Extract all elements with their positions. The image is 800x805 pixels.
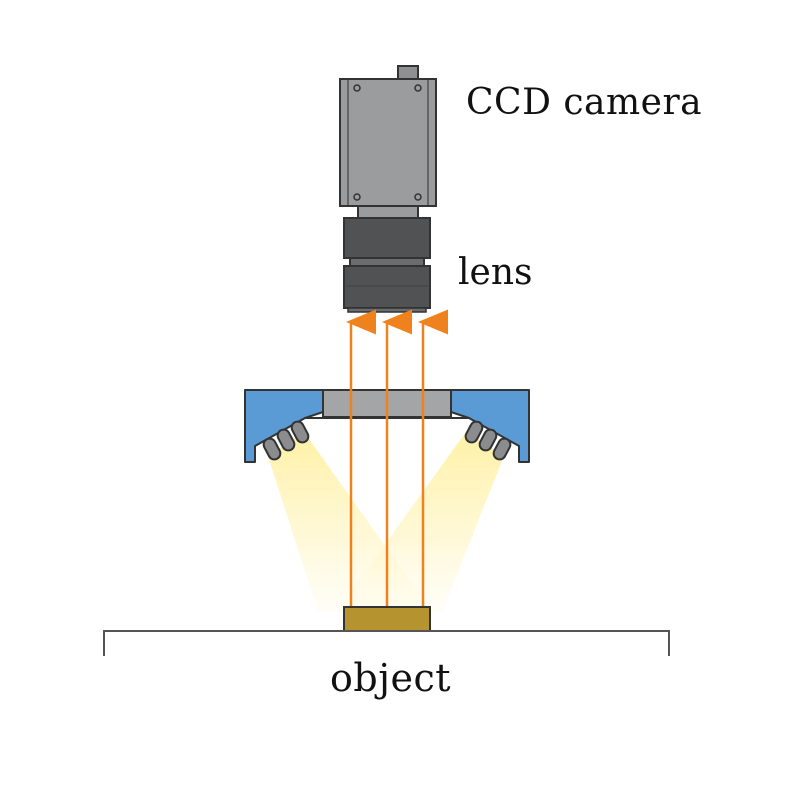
light-beam-right (336, 432, 504, 612)
object-block (343, 606, 431, 632)
camera-label: CCD camera (466, 82, 703, 123)
ccd-camera-icon (339, 65, 437, 219)
lens-icon (343, 217, 431, 313)
lens-label: lens (458, 252, 533, 293)
stage-bracket (103, 630, 670, 656)
object-label: object (330, 656, 452, 700)
led-icon (262, 420, 310, 461)
led-icon (464, 420, 512, 461)
